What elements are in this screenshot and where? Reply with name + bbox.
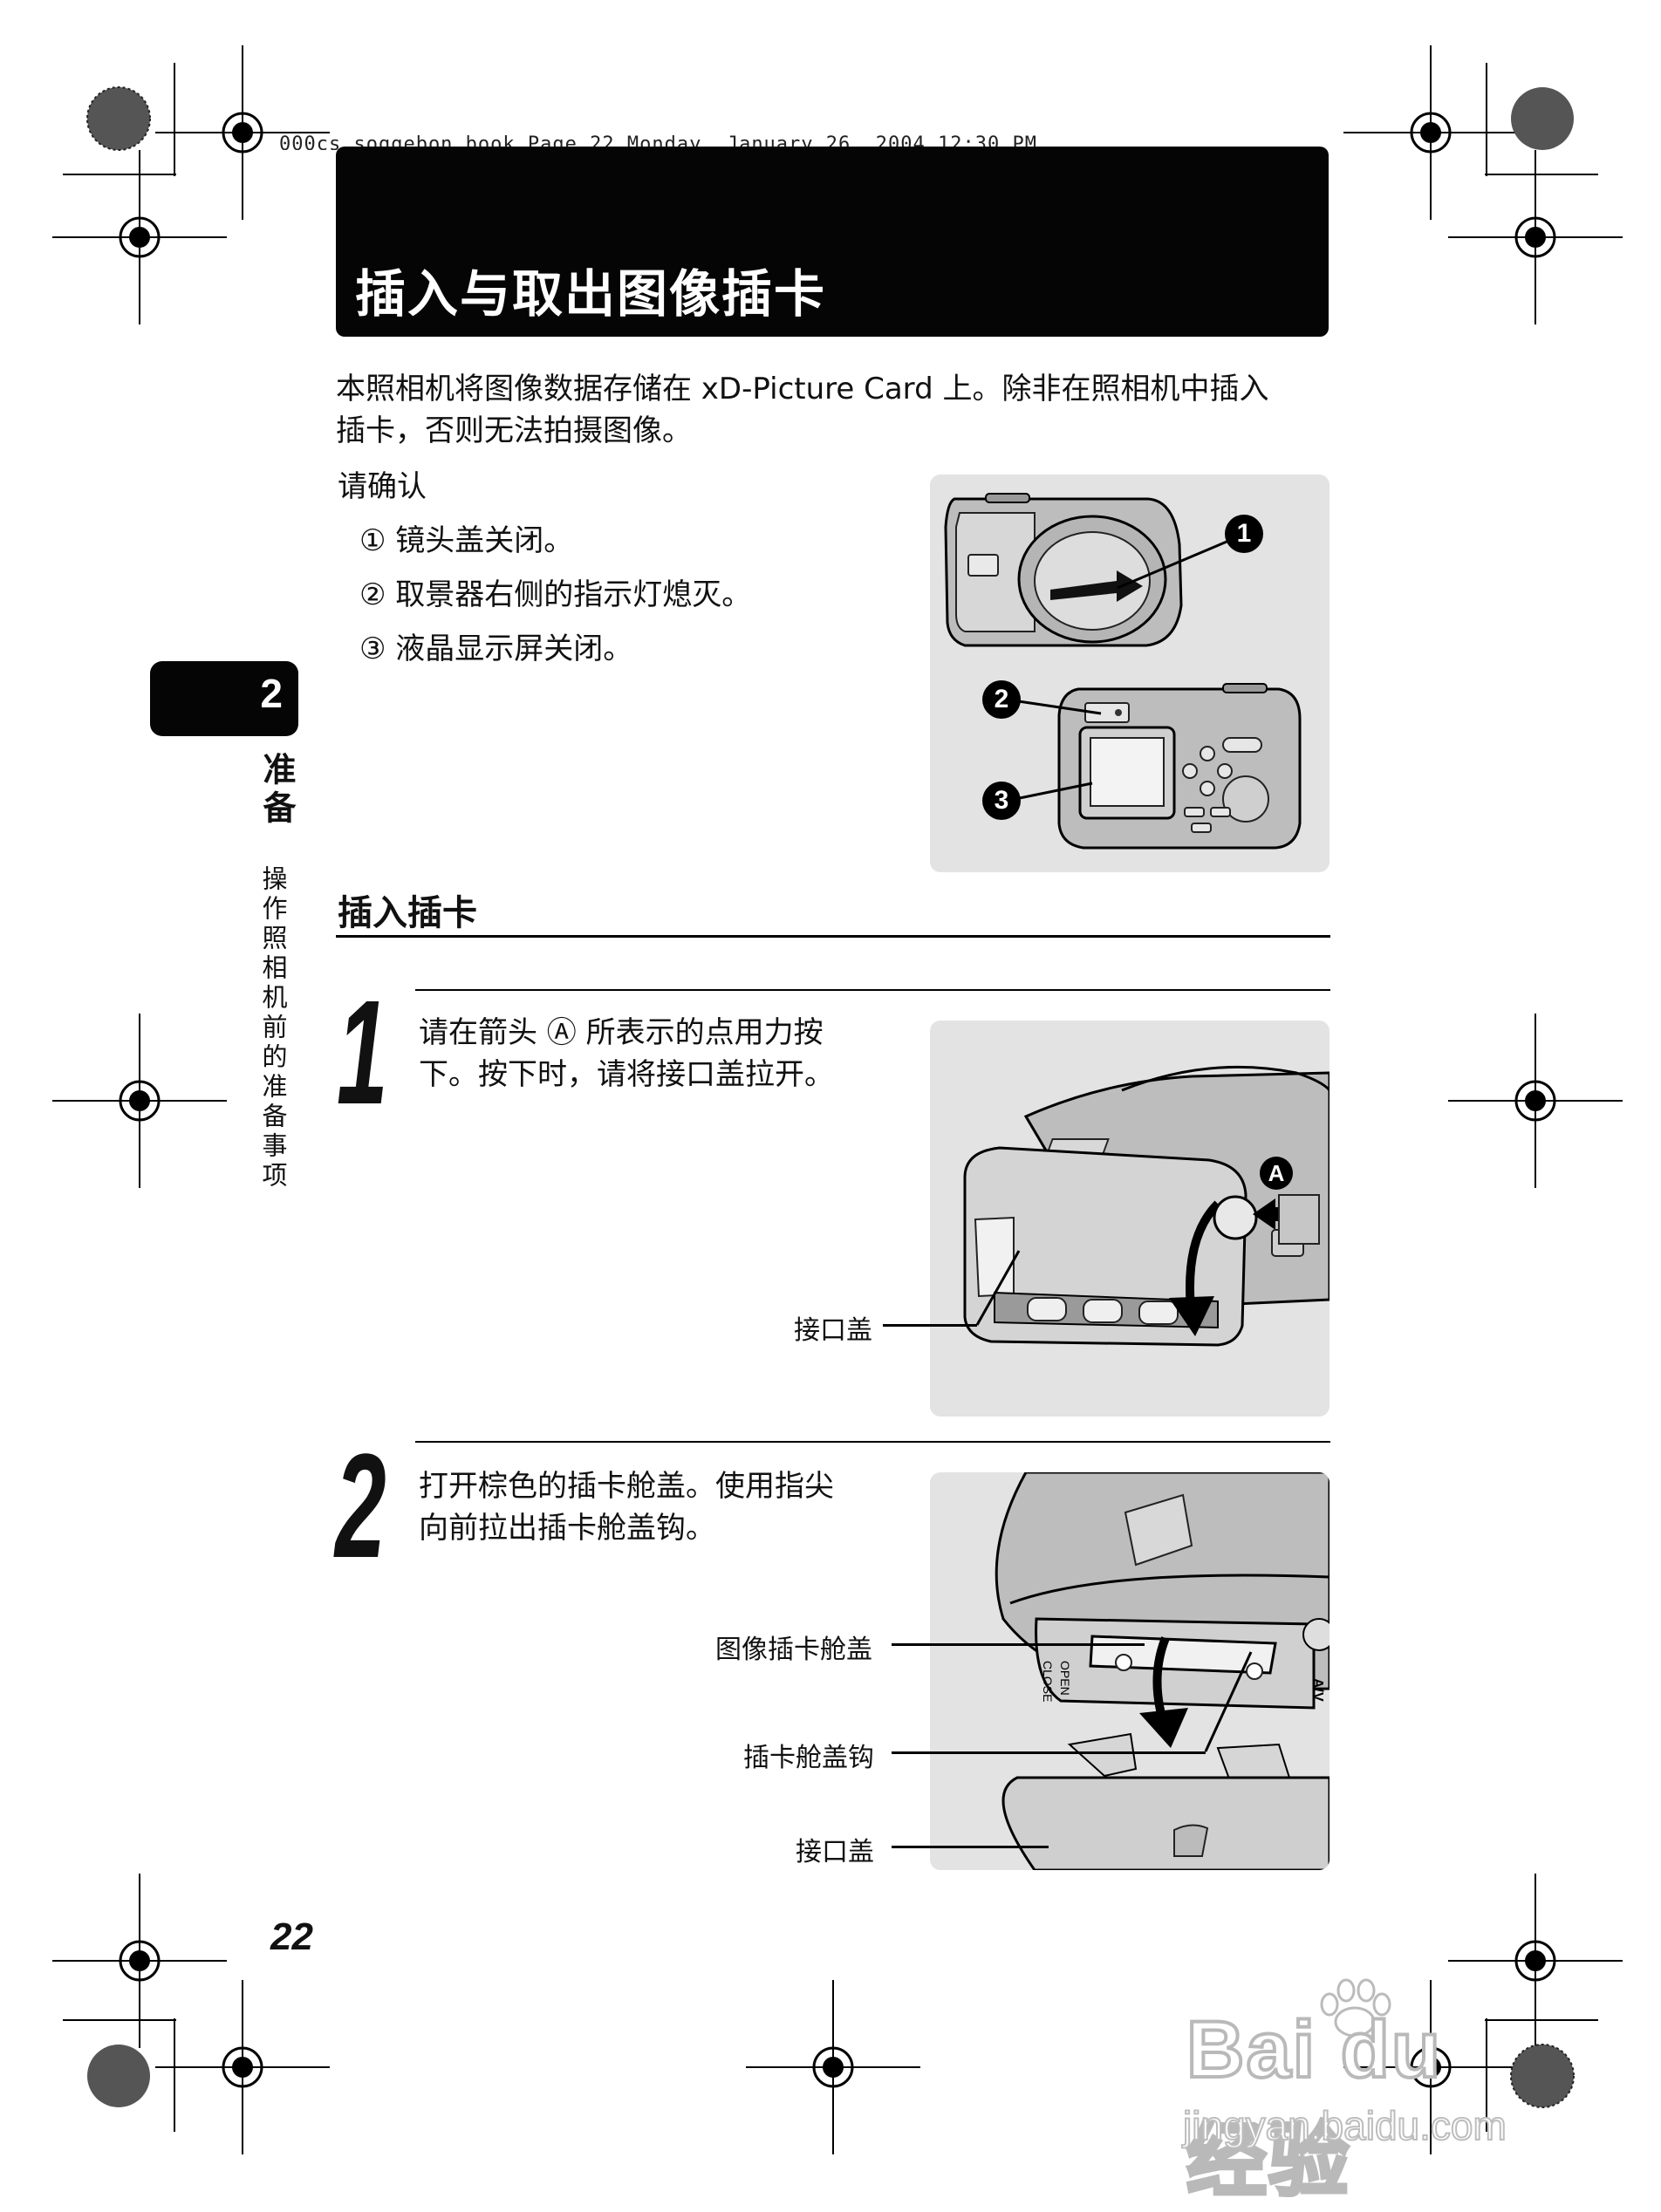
step-number: 1 (337, 970, 388, 1136)
camera-side-illustration (963, 1065, 1329, 1347)
registration-mark (1448, 150, 1623, 324)
step-number: 2 (335, 1423, 386, 1589)
step-instruction: 请在箭头 Ⓐ 所表示的点用力按 下。按下时，请将接口盖拉开。 (419, 1012, 834, 1096)
crop-corner-mark (63, 2018, 176, 2132)
figure-label-av: A/V (1310, 1678, 1325, 1702)
confirm-heading: 请确认 (338, 469, 427, 504)
callout-leader (892, 1751, 1206, 1754)
intro-paragraph: 本照相机将图像数据存储在 xD-Picture Card 上。除非在照相机中插入… (336, 368, 1330, 452)
callout-leader (975, 1250, 1021, 1326)
crop-corner-mark (63, 63, 176, 176)
registration-mark (52, 1874, 227, 2048)
section-title-band: 插入与取出图像插卡 (336, 147, 1329, 337)
crop-corner-mark (1485, 2018, 1598, 2132)
registration-mark (1343, 1980, 1518, 2154)
step-text-line: 打开棕色的插卡舱盖。使用指尖 (419, 1469, 834, 1504)
registration-mark (52, 150, 227, 324)
figure-label-close: CLOSE (1041, 1661, 1055, 1702)
marker-2: 2 (982, 680, 1021, 719)
intro-line: 插卡，否则无法拍摄图像。 (336, 413, 692, 448)
intro-line: 本照相机将图像数据存储在 xD-Picture Card 上。除非在照相机中插入 (336, 372, 1269, 406)
registration-mark (155, 1980, 330, 2154)
subsection-rule (336, 935, 1330, 938)
callout-leader (883, 1324, 977, 1327)
figure-connector-cover: A (930, 1021, 1329, 1417)
callout-connector-cover: 接口盖 (794, 1315, 872, 1346)
step-text-line: 向前拉出插卡舱盖钩。 (419, 1511, 715, 1546)
callout-connector-cover: 接口盖 (796, 1837, 874, 1867)
callout-leader (892, 1643, 1145, 1646)
marker-a: A (1260, 1157, 1293, 1190)
registration-mark (1448, 1874, 1623, 2048)
callout-cover-hook: 插卡舱盖钩 (743, 1743, 874, 1773)
chapter-title: 准备 (257, 752, 296, 829)
step-text-line: 下。按下时，请将接口盖拉开。 (419, 1057, 834, 1092)
section-title: 插入与取出图像插卡 (355, 264, 827, 324)
paw-logo-icon (1320, 1978, 1391, 2038)
figure-camera-check: 1 2 3 (930, 474, 1329, 872)
registration-mark (746, 1980, 920, 2154)
confirm-item: ② 取景器右侧的指示灯熄灭。 (359, 577, 752, 612)
chapter-number: 2 (260, 671, 283, 716)
confirm-item: ③ 液晶显示屏关闭。 (359, 632, 633, 666)
registration-mark (52, 1014, 227, 1188)
camera-illustration (944, 493, 1302, 850)
step-rule (415, 989, 1330, 991)
marker-1: 1 (1225, 515, 1263, 553)
chapter-subtitle: 操作照相机前的准备事项 (258, 865, 288, 1191)
callout-card-cover: 图像插卡舱盖 (715, 1635, 872, 1665)
step-text-line: 请在箭头 Ⓐ 所表示的点用力按 (419, 1015, 824, 1050)
registration-mark (1448, 1014, 1623, 1188)
page-number: 22 (270, 1915, 313, 1958)
print-slug-line: 000cs_soggebon.book Page 22 Monday, Janu… (279, 133, 1037, 150)
watermark-brand: Bai du 经验 (1185, 2004, 1443, 2208)
callout-leader (892, 1846, 1049, 1848)
step-rule (415, 1441, 1330, 1443)
baidu-watermark: Bai du 经验 jingyan.baidu.com (1160, 1978, 1527, 2208)
crop-corner-mark (1485, 63, 1598, 176)
step-instruction: 打开棕色的插卡舱盖。使用指尖 向前拉出插卡舱盖钩。 (419, 1465, 834, 1549)
figure-card-cover: CLOSE OPEN A/V (930, 1472, 1329, 1870)
watermark-url: jingyan.baidu.com (1182, 2102, 1507, 2149)
marker-3: 3 (982, 782, 1021, 820)
chapter-tab[interactable]: 2 (150, 661, 298, 736)
callout-leader (1204, 1651, 1253, 1752)
subsection-title: 插入插卡 (338, 893, 477, 933)
card-slot-illustration: CLOSE OPEN A/V (995, 1472, 1329, 1870)
registration-mark (155, 45, 330, 220)
confirm-item: ① 镜头盖关闭。 (359, 523, 574, 558)
registration-mark (1343, 45, 1518, 220)
figure-label-open: OPEN (1058, 1661, 1072, 1696)
